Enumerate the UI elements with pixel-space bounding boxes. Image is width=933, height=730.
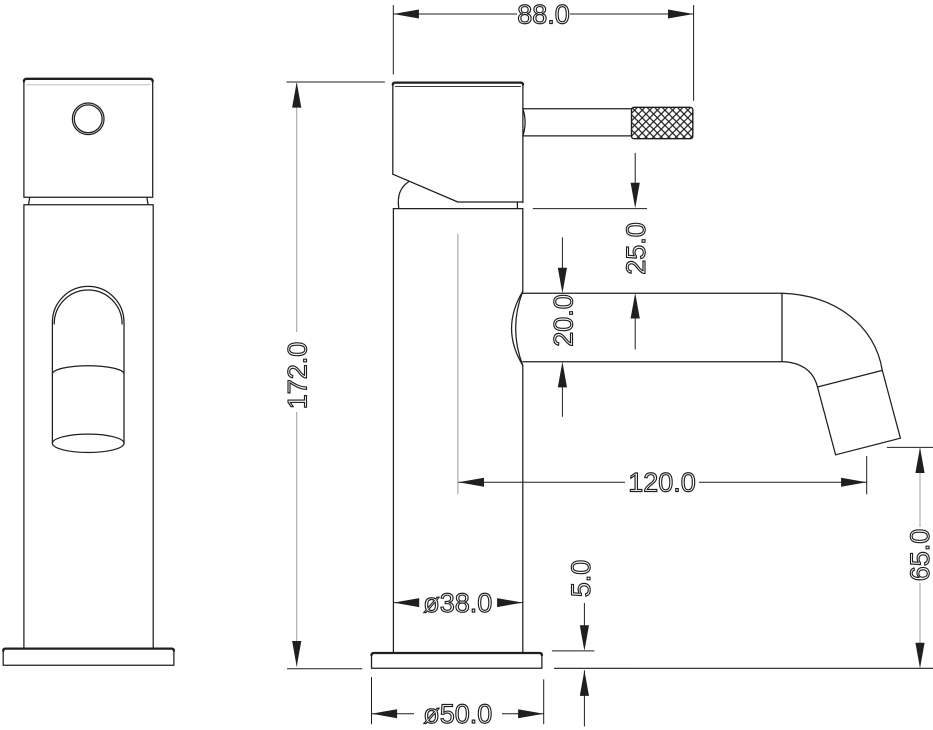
svg-text:65.0: 65.0 — [905, 529, 933, 582]
svg-text:20.0: 20.0 — [548, 294, 578, 347]
svg-text:88.0: 88.0 — [517, 0, 570, 30]
svg-text:120.0: 120.0 — [628, 468, 696, 498]
svg-text:ø38.0: ø38.0 — [423, 588, 492, 618]
svg-text:172.0: 172.0 — [282, 342, 312, 410]
svg-text:25.0: 25.0 — [621, 222, 651, 275]
svg-text:ø50.0: ø50.0 — [423, 699, 492, 729]
svg-text:5.0: 5.0 — [566, 560, 596, 598]
